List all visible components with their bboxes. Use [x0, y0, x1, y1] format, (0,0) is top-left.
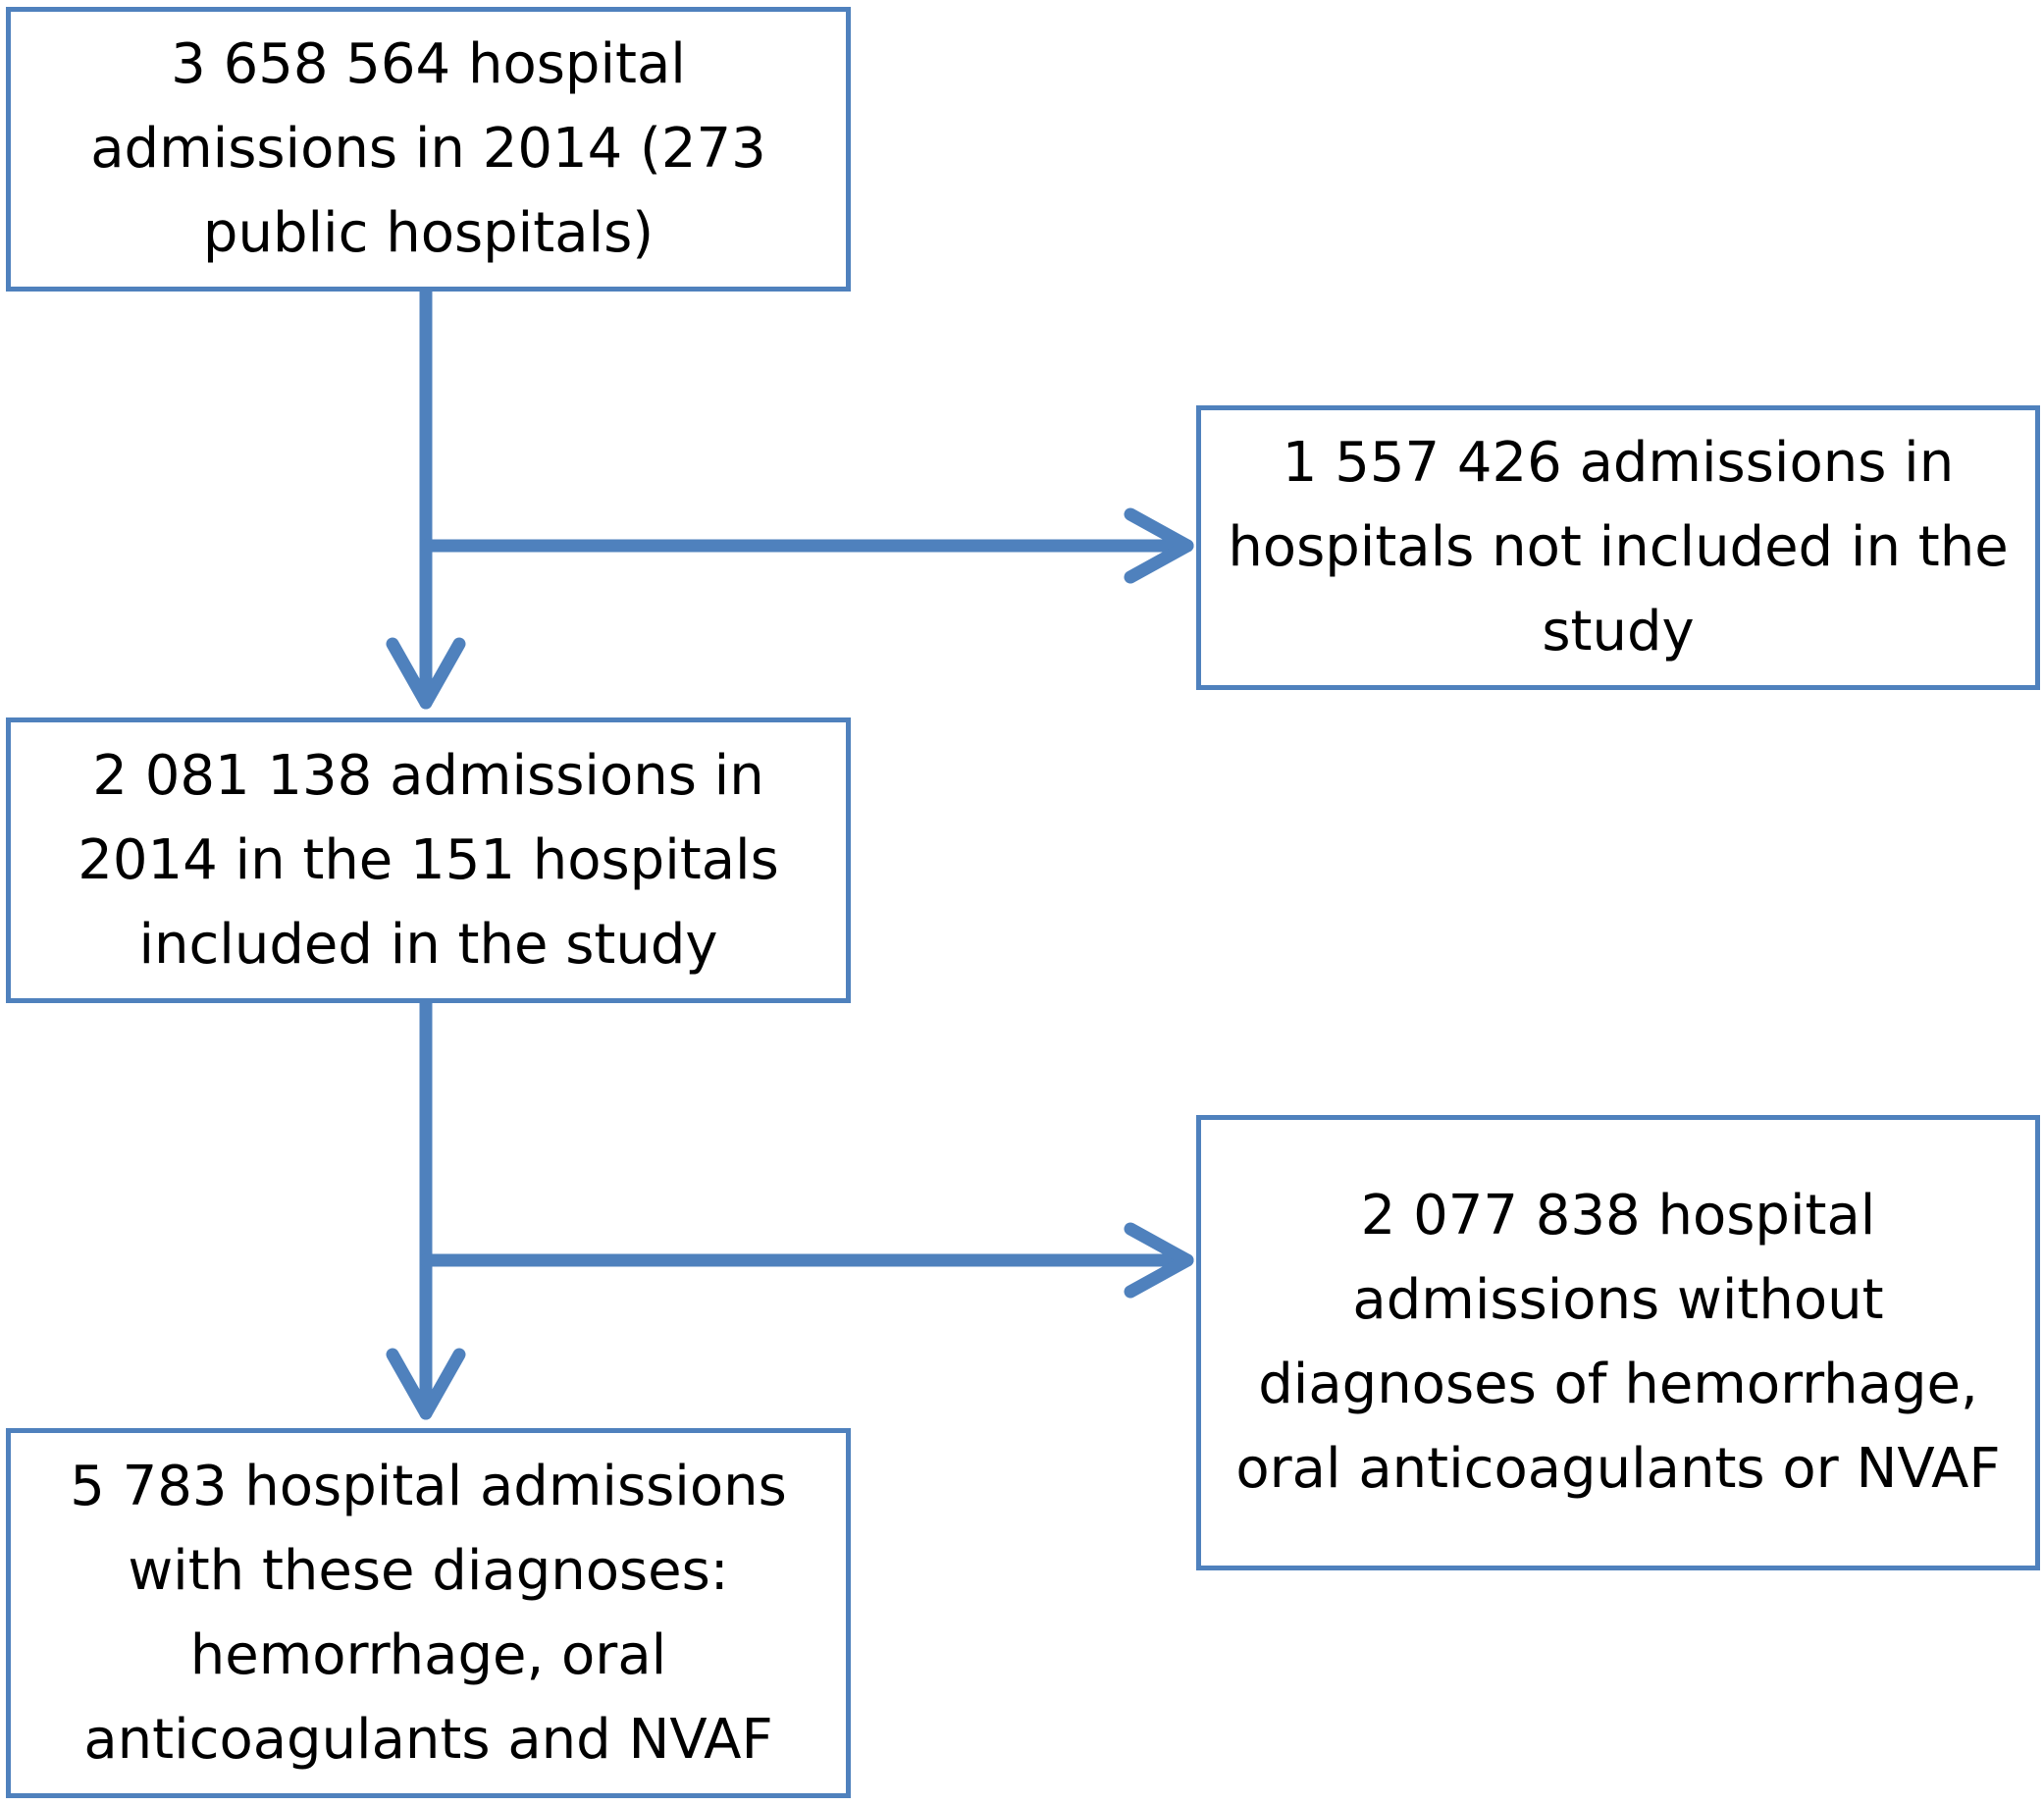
- excluded-hospitals-text: 1 557 426 admissions in hospitals not in…: [1228, 431, 2009, 664]
- arrowhead-right-2: [1124, 1222, 1194, 1299]
- arrowhead-down-1: [386, 637, 466, 710]
- arrowhead-right-1: [1124, 507, 1194, 584]
- included-hospitals-box: 2 081 138 admissions in 2014 in the 151 …: [6, 717, 851, 1003]
- excluded-hospitals-box: 1 557 426 admissions in hospitals not in…: [1196, 405, 2040, 690]
- total-admissions-box: 3 658 564 hospital admissions in 2014 (2…: [6, 7, 851, 292]
- final-cohort-text: 5 783 hospital admissions with these dia…: [70, 1454, 787, 1772]
- arrowhead-down-2: [386, 1348, 466, 1420]
- excluded-diagnoses-text: 2 077 838 hospital admissions without di…: [1235, 1184, 2001, 1501]
- included-hospitals-text: 2 081 138 admissions in 2014 in the 151 …: [78, 743, 779, 977]
- total-admissions-text: 3 658 564 hospital admissions in 2014 (2…: [90, 32, 766, 265]
- excluded-diagnoses-box: 2 077 838 hospital admissions without di…: [1196, 1115, 2040, 1570]
- final-cohort-box: 5 783 hospital admissions with these dia…: [6, 1428, 851, 1798]
